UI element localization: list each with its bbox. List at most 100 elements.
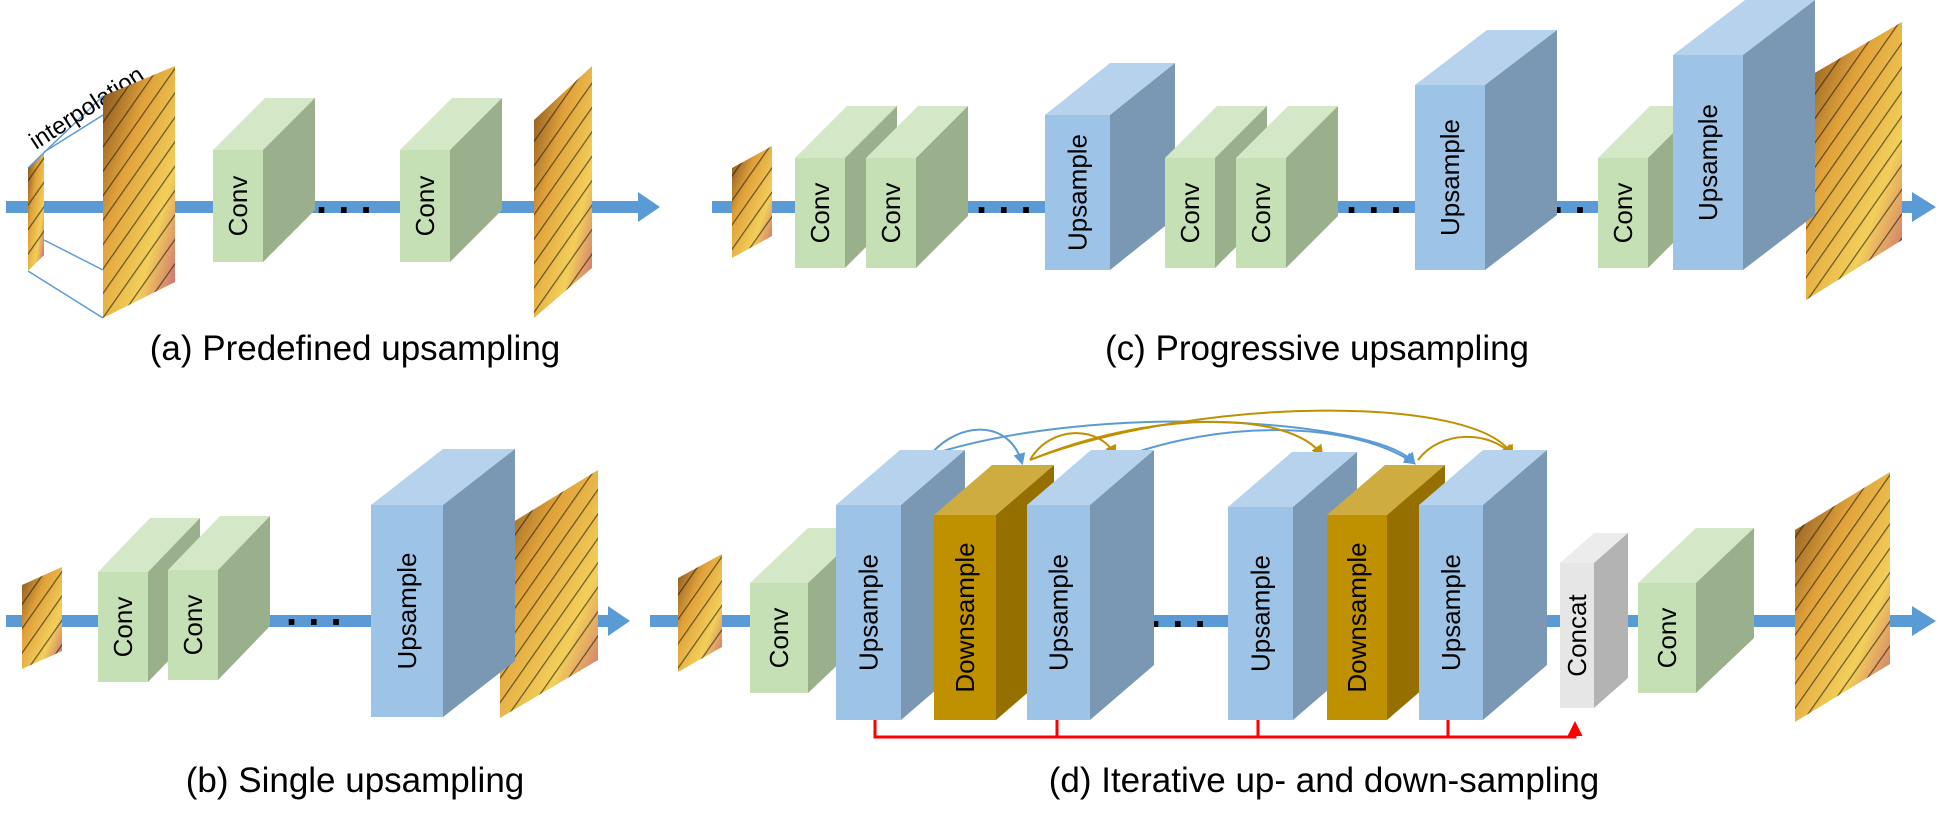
conv-block: Conv (866, 106, 968, 268)
upsample-block: Upsample (1045, 63, 1175, 270)
conv-block-label: Conv (764, 608, 794, 669)
upsample-block-label: Upsample (1436, 554, 1466, 671)
upsample-block-side (1483, 450, 1547, 720)
upsample-block-top (1027, 450, 1154, 505)
upsample-block: Upsample (1673, 0, 1815, 270)
concat-block-label: Concat (1562, 594, 1592, 677)
conv-block: Conv (1236, 106, 1338, 268)
upsample-block-top (1228, 452, 1357, 507)
upsample-block-side (443, 449, 515, 717)
upsample-block-label: Upsample (1246, 555, 1276, 672)
conv-block-label: Conv (876, 183, 906, 244)
upsample-block-front (371, 505, 443, 717)
upsample-block-side (1110, 63, 1175, 270)
upsample-block: Upsample (1027, 450, 1154, 720)
conv-block-top (1638, 528, 1754, 583)
conv-block-front (795, 158, 845, 268)
upsample-block-side (1743, 0, 1815, 270)
downsample-block-top (1327, 465, 1445, 515)
concat-block: Concat (1560, 533, 1628, 708)
ellipsis-c2: . . . (1346, 178, 1402, 222)
conv-block-front (1638, 583, 1696, 693)
upsample-block-label: Upsample (392, 552, 422, 669)
upsample-block-front (1045, 115, 1110, 270)
flow-arrowhead-d (1912, 606, 1936, 636)
upsample-block-front (1228, 507, 1293, 720)
conv-block-top (1236, 106, 1338, 158)
ellipsis-d: . . . (1150, 592, 1206, 636)
upsample-block-top (1419, 450, 1547, 505)
upsample-block: Upsample (371, 449, 515, 717)
conv-block-top (795, 106, 897, 158)
conv-block-side (916, 106, 968, 268)
skip-connection-blue (929, 428, 1026, 466)
conv-block-front (750, 583, 808, 693)
conv-block-front (213, 150, 263, 262)
conv-block-side (1286, 106, 1338, 268)
caption-progressive-upsampling: (c) Progressive upsampling (1105, 329, 1529, 368)
upsample-block-label: Upsample (1044, 554, 1074, 671)
concat-block-front (1560, 563, 1594, 708)
upsample-block: Upsample (1415, 30, 1557, 270)
caption-single-upsampling: (b) Single upsampling (186, 761, 525, 800)
downsample-block-front (934, 515, 996, 720)
ellipsis-b: . . . (286, 590, 342, 634)
upsample-block-top (1415, 30, 1557, 85)
conv-block-side (263, 98, 315, 262)
panel-a: interpolation . . . (6, 61, 660, 319)
upsample-block-label: Upsample (1435, 119, 1465, 236)
conv-block: Conv (400, 98, 502, 262)
upsample-block-front (1673, 55, 1743, 270)
upsample-block-label: Upsample (854, 554, 884, 671)
upsample-block-front (836, 505, 901, 720)
downsample-block-front (1327, 515, 1387, 720)
downsample-block-label: Downsample (950, 542, 980, 692)
conv-block-top (866, 106, 968, 158)
downsample-block-top (934, 465, 1054, 515)
upsample-block-top (1673, 0, 1815, 55)
conv-block-label: Conv (108, 597, 138, 658)
upsample-block-label: Upsample (1693, 104, 1723, 221)
upsample-block-front (1419, 505, 1483, 720)
conv-block: Conv (213, 98, 315, 262)
upsample-block-side (1090, 450, 1154, 720)
concat-connection-line (873, 718, 1583, 739)
interpolation-line (27, 95, 104, 169)
conv-block-top (1165, 106, 1267, 158)
conv-block-front (1598, 158, 1648, 268)
conv-block-front (98, 572, 148, 682)
skip-connection-gold (1029, 432, 1117, 461)
caption-predefined-upsampling: (a) Predefined upsampling (150, 329, 561, 368)
flow-arrowhead-b (608, 606, 630, 636)
upsample-block-label: Upsample (1063, 134, 1093, 251)
conv-block-label: Conv (223, 176, 253, 237)
conv-block: Conv (168, 516, 270, 680)
downsample-block-label: Downsample (1342, 542, 1372, 692)
conv-block-label: Conv (1175, 183, 1205, 244)
caption-iterative-up-down-sampling: (d) Iterative up- and down-sampling (1049, 761, 1600, 800)
conv-block-label: Conv (805, 183, 835, 244)
conv-block-front (866, 158, 916, 268)
conv-block-label: Conv (1246, 183, 1276, 244)
ellipsis-c1: . . . (976, 178, 1032, 222)
upsample-block: Upsample (1419, 450, 1547, 720)
conv-block-label: Conv (410, 176, 440, 237)
conv-block: Conv (1638, 528, 1754, 693)
conv-block-side (450, 98, 502, 262)
concat-block-side (1594, 533, 1628, 708)
upsample-block-side (1485, 30, 1557, 270)
conv-block-front (1236, 158, 1286, 268)
conv-block-side (1696, 528, 1754, 693)
conv-block-side (218, 516, 270, 680)
flow-arrowhead-a (638, 192, 660, 222)
conv-block-top (98, 518, 200, 572)
upsample-block-front (1415, 85, 1485, 270)
conv-block-top (213, 98, 315, 150)
concat-block-top (1560, 533, 1628, 563)
flow-arrowhead-c (1912, 192, 1936, 222)
conv-block-label: Conv (1652, 608, 1682, 669)
conv-block-top (168, 516, 270, 570)
upsample-block-top (836, 450, 965, 505)
